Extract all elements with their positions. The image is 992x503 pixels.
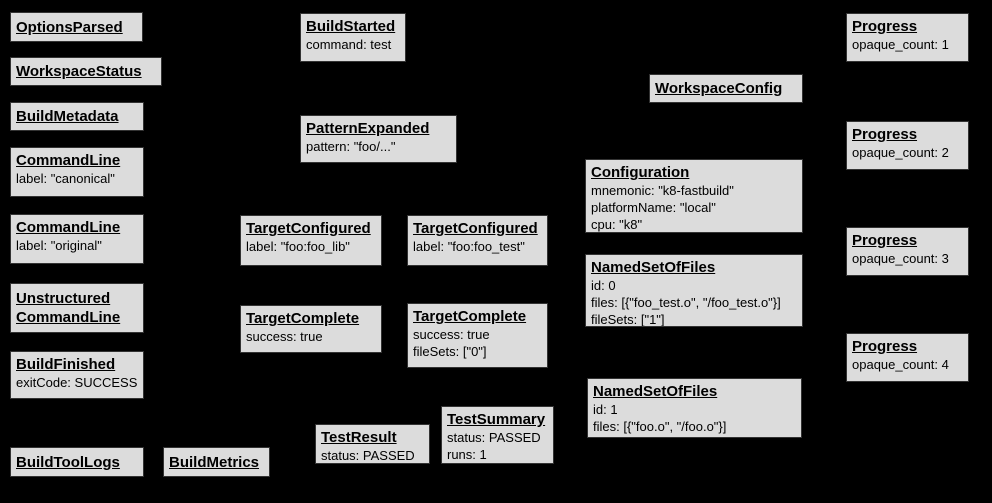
event-title: CommandLine [16, 219, 121, 236]
event-title: BuildToolLogs [16, 453, 120, 471]
event-field: command: test [306, 37, 392, 52]
event-title: Configuration [591, 164, 690, 181]
event-pattern-expanded: PatternExpanded pattern: "foo/..." [300, 115, 457, 163]
event-field: opaque_count: 1 [852, 37, 949, 52]
event-command-line-original: CommandLine label: "original" [10, 214, 144, 264]
event-progress-4: Progress opaque_count: 4 [846, 333, 969, 382]
event-field: success: true [246, 329, 323, 344]
event-field: label: "foo:foo_test" [413, 239, 525, 254]
event-field: mnemonic: "k8-fastbuild" [591, 183, 734, 198]
event-field: opaque_count: 2 [852, 145, 949, 160]
event-field: label: "canonical" [16, 171, 115, 186]
event-field: exitCode: SUCCESS [16, 375, 138, 390]
event-build-tool-logs: BuildToolLogs [10, 447, 144, 477]
event-field: fileSets: ["0"] [413, 344, 487, 359]
event-title: TargetComplete [413, 308, 527, 325]
event-progress-3: Progress opaque_count: 3 [846, 227, 969, 276]
event-title: BuildMetrics [169, 453, 260, 471]
event-title: WorkspaceStatus [16, 63, 142, 80]
event-build-metrics: BuildMetrics [163, 447, 270, 477]
event-title: Progress [852, 126, 918, 143]
event-title: BuildStarted [306, 18, 396, 35]
event-build-metadata: BuildMetadata [10, 102, 144, 131]
event-title: PatternExpanded [306, 120, 430, 137]
event-title: BuildFinished [16, 356, 116, 373]
event-field: opaque_count: 4 [852, 357, 949, 372]
event-field: label: "foo:foo_lib" [246, 239, 350, 254]
event-field: id: 0 [591, 278, 616, 293]
event-title: NamedSetOfFiles [593, 383, 718, 400]
event-field: cpu: "k8" [591, 217, 643, 232]
event-title: Progress [852, 18, 918, 35]
event-named-set-of-files-1: NamedSetOfFiles id: 1 files: [{"foo.o", "/… [587, 378, 802, 438]
event-build-finished: BuildFinished exitCode: SUCCESS [10, 351, 144, 399]
event-target-complete-foo-test: TargetComplete success: true fileSets: ["0… [407, 303, 548, 368]
event-test-summary: TestSummary status: PASSED runs: 1 [441, 406, 554, 464]
event-build-started: BuildStarted command: test [300, 13, 406, 62]
event-workspace-config: WorkspaceConfig [649, 74, 803, 103]
event-field: success: true [413, 327, 490, 342]
event-field: status: PASSED [447, 430, 541, 445]
event-target-configured-foo-test: TargetConfigured label: "foo:foo_test" [407, 215, 548, 266]
event-title: TestResult [321, 429, 397, 446]
event-field: opaque_count: 3 [852, 251, 949, 266]
event-title: Progress [852, 338, 918, 355]
event-title: TargetComplete [246, 310, 360, 327]
event-configuration: Configuration mnemonic: "k8-fastbuild" pla… [585, 159, 803, 233]
event-field: label: "original" [16, 238, 102, 253]
event-target-configured-foo-lib: TargetConfigured label: "foo:foo_lib" [240, 215, 382, 266]
event-field: id: 1 [593, 402, 618, 417]
event-title: OptionsParsed [16, 18, 123, 36]
event-progress-2: Progress opaque_count: 2 [846, 121, 969, 170]
event-field: platformName: "local" [591, 200, 716, 215]
event-field: files: [{"foo.o", "/foo.o"}] [593, 419, 727, 434]
event-progress-1: Progress opaque_count: 1 [846, 13, 969, 62]
event-target-complete-foo-lib: TargetComplete success: true [240, 305, 382, 353]
event-workspace-status: WorkspaceStatus [10, 57, 162, 86]
event-title: TestSummary [447, 411, 546, 428]
event-field: pattern: "foo/..." [306, 139, 396, 154]
event-title: CommandLine [16, 152, 121, 169]
event-title: NamedSetOfFiles [591, 259, 716, 276]
event-field: files: [{"foo_test.o", "/foo_test.o"}] [591, 295, 781, 310]
event-field: runs: 1 [447, 447, 487, 462]
event-command-line-canonical: CommandLine label: "canonical" [10, 147, 144, 197]
event-title: CommandLine [16, 309, 121, 326]
event-field: fileSets: ["1"] [591, 312, 665, 327]
event-named-set-of-files-0: NamedSetOfFiles id: 0 files: [{"foo_test.o… [585, 254, 803, 327]
event-title: Progress [852, 232, 918, 249]
event-title: TargetConfigured [246, 220, 371, 237]
event-title: TargetConfigured [413, 220, 538, 237]
event-title: WorkspaceConfig [655, 80, 783, 97]
event-test-result: TestResult status: PASSED [315, 424, 430, 464]
event-options-parsed: OptionsParsed [10, 12, 143, 42]
event-title: BuildMetadata [16, 108, 119, 125]
event-title: Unstructured [16, 290, 111, 307]
event-field: status: PASSED [321, 448, 415, 463]
